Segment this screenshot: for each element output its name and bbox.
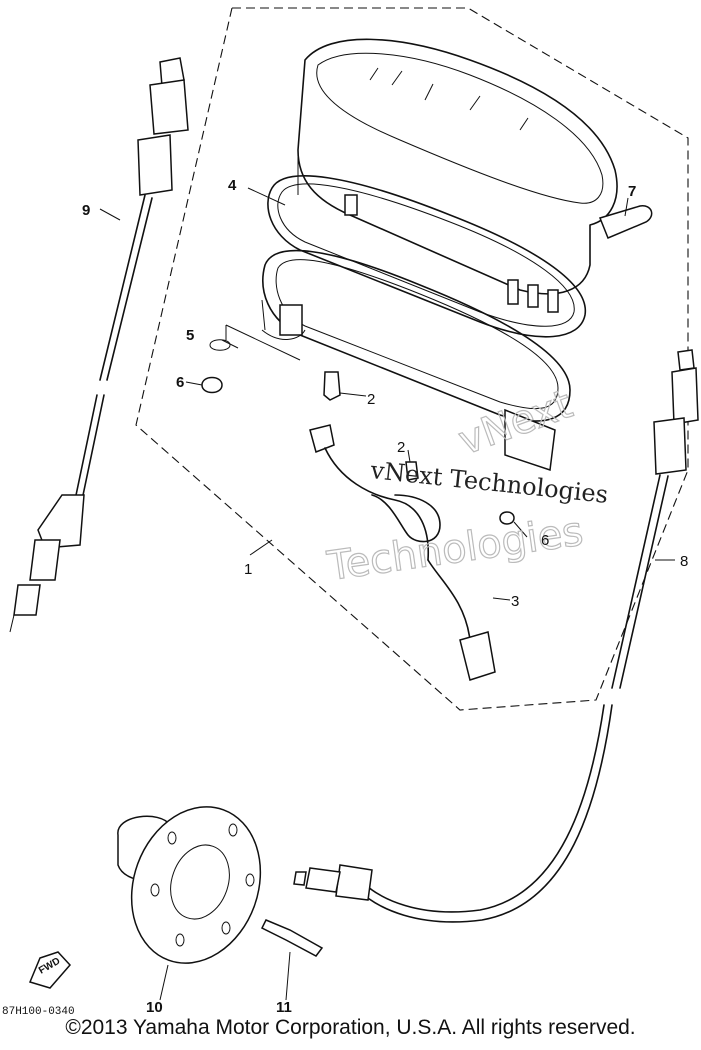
callout-1: 1 [244,561,252,578]
diagram-code: 87H100-0340 [2,1006,75,1018]
callout-6a: 6 [176,374,184,391]
wire-harness [309,424,496,681]
pin [260,919,324,957]
cable-left [9,57,189,633]
callout-2a: 2 [367,391,375,408]
callout-9: 9 [82,202,90,219]
meter-case [261,249,571,472]
callout-10: 10 [146,999,163,1016]
watermark-technologies-outline: Technologies [324,509,586,590]
meter-housing [297,38,618,313]
callout-11: 11 [276,999,292,1016]
assembly-boundary [135,7,689,711]
callout-4: 4 [228,177,237,194]
callout-5: 5 [186,327,194,344]
gasket [267,175,587,338]
cable-right [293,349,699,923]
watermark-text: vNext Technologies [368,456,609,509]
fwd-arrow: FWD [28,951,72,989]
callout-7: 7 [628,183,636,200]
indicator-socket [598,205,653,239]
callout-2b: 2 [397,439,405,456]
leader-lines [99,187,675,1001]
callout-8: 8 [680,553,688,570]
callout-3: 3 [511,593,519,610]
drive-flange [117,806,262,964]
copyright-notice: ©2013 Yamaha Motor Corporation, U.S.A. A… [65,1016,636,1039]
callout-6b: 6 [541,532,549,549]
